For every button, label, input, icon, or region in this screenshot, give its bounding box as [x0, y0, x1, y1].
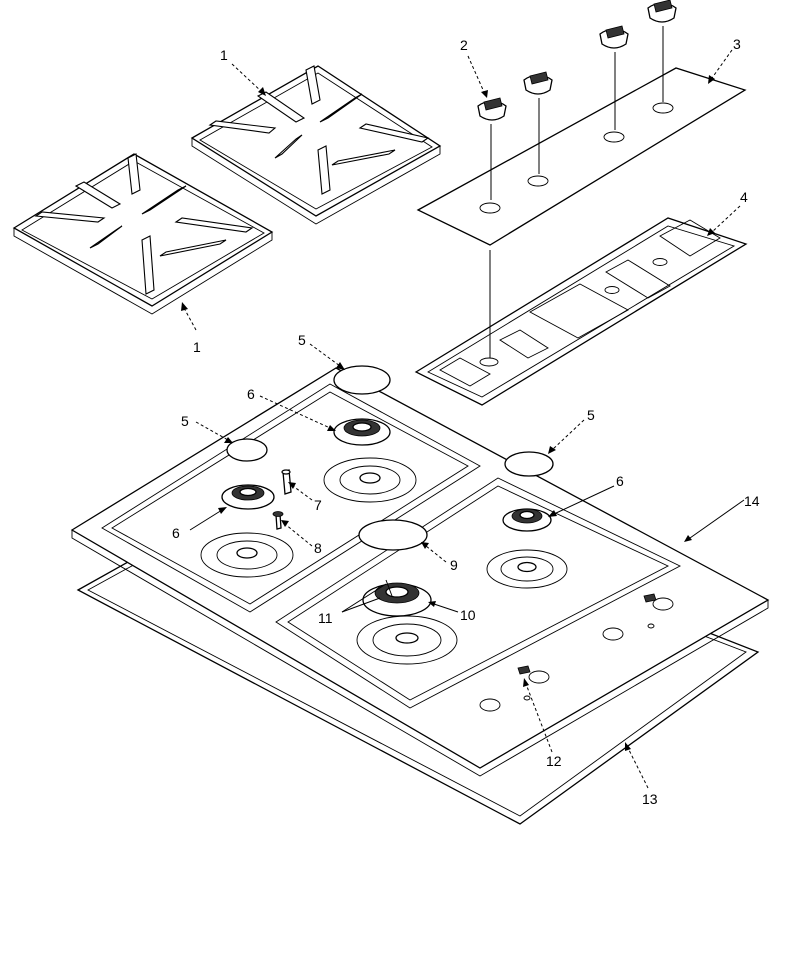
label-knob: 2: [460, 37, 468, 53]
label-control-panel: 3: [733, 36, 741, 52]
knob-3: [599, 25, 629, 49]
label-panel-gasket: 4: [740, 189, 748, 205]
burner-seat-top: [323, 457, 417, 503]
label-burner-cap-right: 5: [587, 407, 595, 423]
label-burner-head-top: 6: [247, 386, 255, 402]
burner-seat-right: [486, 549, 568, 589]
knob-2: [523, 71, 553, 95]
burner-seat-left: [200, 532, 294, 578]
label-burner-head-right: 6: [616, 473, 624, 489]
control-panel: [416, 67, 747, 246]
grate-bottom: [12, 153, 274, 315]
burner-head-top: [333, 418, 391, 446]
burner-heads: [221, 418, 552, 617]
label-burner-cap-center: 9: [450, 557, 458, 573]
callout-labels: 1 1 2 3 4 5 5 5 6 6 6 7 8 9 10 11 12 13 …: [172, 36, 760, 807]
label-screw: 8: [314, 540, 322, 556]
screw: [272, 511, 284, 530]
label-burner-parts-center: 11: [318, 610, 333, 626]
burner-head-center: [362, 579, 432, 617]
burner-cap-center: [358, 519, 428, 551]
knob-4: [647, 0, 677, 23]
label-grate-bottom: 1: [193, 339, 201, 355]
label-grate-top: 1: [220, 47, 228, 63]
grate-top: [190, 65, 442, 225]
igniter: [281, 469, 292, 495]
cooktop: [70, 367, 770, 777]
burner-cap-top: [333, 365, 391, 395]
panel-gasket: [414, 217, 748, 406]
burner-head-right: [502, 508, 552, 532]
label-screw-front: 12: [546, 753, 562, 769]
label-cooktop-gasket: 13: [642, 791, 658, 807]
burner-seat-center: [356, 615, 458, 665]
burner-cap-right: [504, 451, 554, 477]
burner-seats: [200, 457, 568, 665]
label-burner-head-left: 6: [172, 525, 180, 541]
burner-cap-left: [226, 438, 268, 462]
burner-head-left: [221, 484, 275, 510]
knob-1: [477, 97, 507, 121]
label-burner-cap-left: 5: [181, 413, 189, 429]
knobs: [477, 0, 677, 358]
label-igniter: 7: [314, 497, 322, 513]
burner-caps: [226, 365, 554, 551]
leader-lines: [181, 49, 745, 789]
label-burner-base-center: 10: [460, 607, 476, 623]
label-cooktop: 14: [744, 493, 760, 509]
label-burner-cap-top: 5: [298, 332, 306, 348]
